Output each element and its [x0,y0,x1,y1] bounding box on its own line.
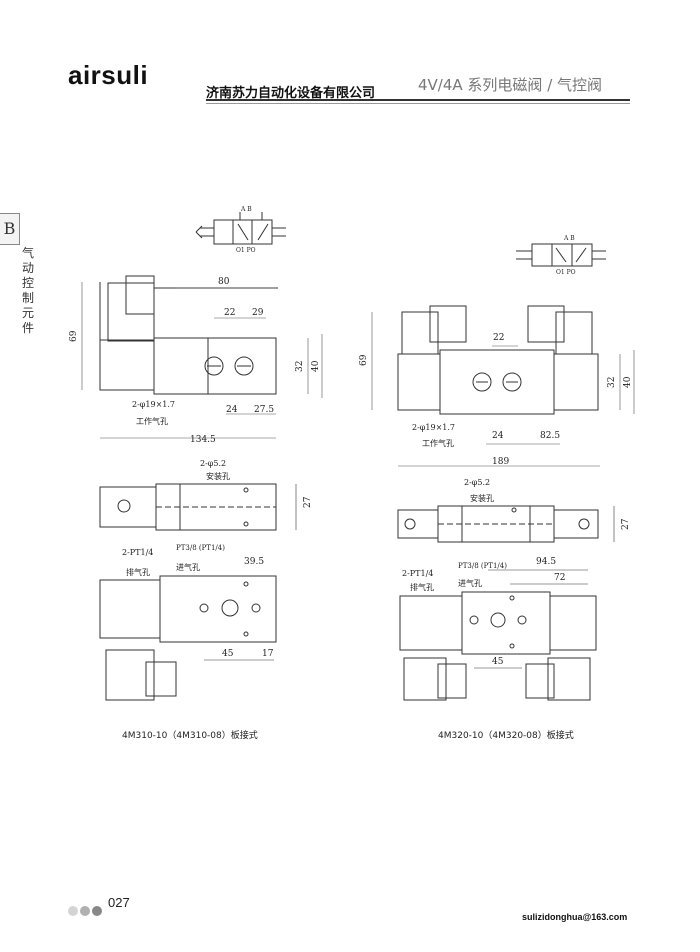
right-dim-pitch-22: 22 [493,333,504,343]
right-dim-height-69: 69 [359,354,369,366]
dim-24: 24 [226,405,238,415]
left-bottom-view [99,575,277,701]
mount-hole-spec: 2-φ5.2 [200,459,226,468]
right-dim-94-5: 94.5 [536,557,556,567]
header-rule-thin [206,103,630,104]
right-caption: 4M320-10（4M320-08）板接式 [438,731,574,741]
dim-h32: 32 [295,361,305,372]
brand-logo: airsuli [68,60,149,90]
right-front-view [397,305,599,415]
dim-total-134-5: 134.5 [190,435,216,445]
dim-39-5: 39.5 [244,557,264,567]
inlet-label: 进气孔 [176,562,200,572]
right-dim-72: 72 [554,573,565,583]
dim-width-80: 80 [218,277,230,287]
right-bottom-view [399,569,597,701]
dim-pitch-22: 22 [224,308,235,318]
dim-pitch-29: 29 [252,308,264,318]
right-exhaust-port-spec: 2-PT1/4 [402,569,433,578]
page-dots [68,900,104,919]
right-top-view [397,505,615,543]
right-exhaust-label: 排气孔 [410,582,434,592]
right-dim-depth-27: 27 [621,518,631,530]
dim-height-69: 69 [69,330,79,342]
right-dim-total-189: 189 [492,457,509,467]
header-rule [206,99,630,101]
left-symbol-exhaust: O1 PO [236,247,256,254]
right-work-port-label: 工作气孔 [422,438,454,448]
dot-dark [92,905,102,916]
mount-hole-label: 安装孔 [206,471,230,481]
right-mount-hole-spec: 2-φ5.2 [464,478,490,487]
dim-27-5: 27.5 [254,405,274,415]
dot-light [68,905,78,916]
right-symbol-exhaust: O1 PO [556,269,576,276]
left-front-view [99,275,278,395]
dim-depth-27: 27 [303,496,313,508]
right-dim-24: 24 [492,431,504,441]
left-top-view [99,483,297,531]
left-caption: 4M310-10（4M310-08）板接式 [122,731,258,741]
right-dim-h32: 32 [607,377,617,388]
hole-spec: 2-φ19×1.7 [132,400,175,409]
exhaust-label: 排气孔 [126,567,150,577]
company-name: 济南苏力自动化设备有限公司 [206,86,376,101]
work-port-label: 工作气孔 [136,416,168,426]
left-symbol-ports: A B [240,206,252,213]
right-dim-45: 45 [492,657,504,667]
section-label: 气动控制元件 [22,246,35,335]
dim-h40: 40 [311,360,321,372]
inlet-port-spec: PT3/8 (PT1/4) [176,544,225,552]
right-inlet-label: 进气孔 [458,578,482,588]
right-inlet-port-spec: PT3/8 (PT1/4) [458,562,507,570]
left-valve-symbol [195,212,286,245]
right-mount-hole-label: 安装孔 [470,493,494,503]
dim-45: 45 [222,649,234,659]
series-title: 4V/4A 系列电磁阀 / 气控阀 [418,76,603,94]
contact-email: sulizidonghua@163.com [522,912,628,922]
right-valve-symbol [516,243,606,267]
right-symbol-ports: A B [563,235,575,242]
dim-17: 17 [262,649,274,659]
right-hole-spec: 2-φ19×1.7 [412,423,455,432]
page-number: 027 [108,895,130,910]
section-tab: B [0,213,20,245]
right-dim-82-5: 82.5 [540,431,560,441]
dot-mid [80,905,90,916]
right-dim-h40: 40 [623,376,633,388]
exhaust-port-spec: 2-PT1/4 [122,548,153,557]
